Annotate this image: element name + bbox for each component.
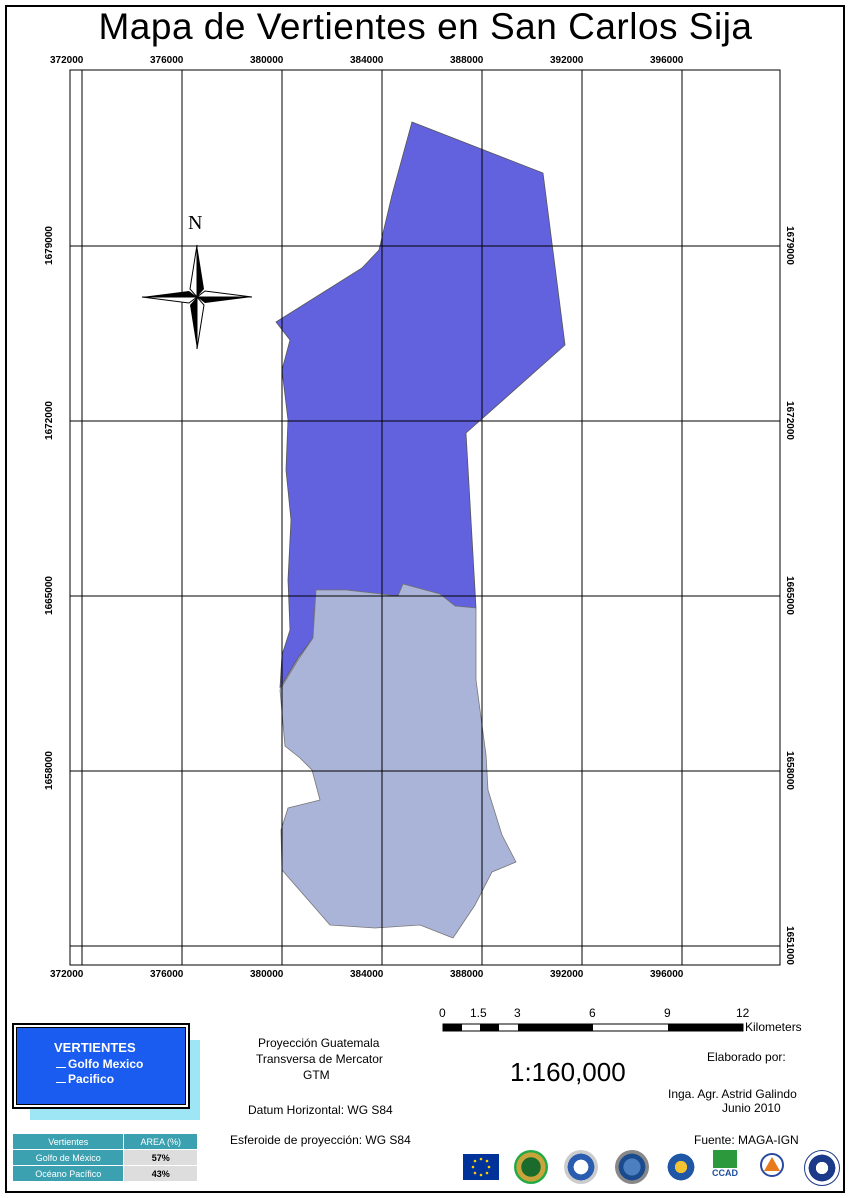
x-tick-bottom-0: 372000 <box>50 969 84 980</box>
scale-label-0: 0 <box>439 1006 446 1020</box>
logo-8 <box>804 1150 840 1186</box>
legend-item-pacifico-label: Pacifico <box>68 1072 115 1086</box>
map-neatline <box>69 69 781 966</box>
north-label: N <box>188 212 203 234</box>
scale-label-3: 6 <box>589 1006 596 1020</box>
logo-2 <box>514 1150 548 1184</box>
y-tick-right-2: 1665000 <box>783 576 795 615</box>
x-tick-top-0: 372000 <box>50 55 84 66</box>
area-table-row-name: Golfo de México <box>11 1149 125 1166</box>
eu-flag-logo <box>463 1154 499 1180</box>
area-table-row-name: Océano Pacífico <box>11 1165 125 1182</box>
projection-line3: GTM <box>303 1068 330 1082</box>
scale-bar <box>442 1023 744 1032</box>
area-table-row-value: 57% <box>123 1149 198 1166</box>
scale-label-2: 3 <box>514 1006 521 1020</box>
elaborado-label: Elaborado por: <box>707 1050 786 1064</box>
legend-item-golfo-label: Golfo Mexico <box>68 1057 144 1071</box>
y-tick-left-1: 1672000 <box>43 401 55 440</box>
legend-item-pacifico: Pacifico <box>56 1072 114 1086</box>
x-tick-bottom-1: 376000 <box>150 969 184 980</box>
logo-4 <box>615 1150 649 1184</box>
projection-line1: Proyección Guatemala <box>258 1036 380 1050</box>
map-frame <box>5 5 845 1193</box>
y-tick-left-0: 1679000 <box>43 226 55 265</box>
projection-line2: Transversa de Mercator <box>256 1052 383 1066</box>
date-text: Junio 2010 <box>722 1101 781 1115</box>
datum-text: Datum Horizontal: WG S84 <box>248 1103 393 1117</box>
source-text: Fuente: MAGA-IGN <box>694 1133 799 1147</box>
x-tick-top-2: 380000 <box>250 55 284 66</box>
vertiente-pacifico <box>279 583 517 939</box>
area-table-row-value: 43% <box>123 1165 198 1182</box>
x-tick-bottom-6: 396000 <box>650 969 684 980</box>
y-tick-right-0: 1679000 <box>783 226 795 265</box>
x-tick-bottom-3: 384000 <box>350 969 384 980</box>
legend-item-golfo: Golfo Mexico <box>56 1057 143 1071</box>
ccad-logo-text: CCAD <box>712 1168 738 1178</box>
legend-box <box>12 1023 190 1109</box>
grid-lines <box>70 70 780 965</box>
legend-heading: VERTIENTES <box>54 1040 136 1055</box>
esferoide-text: Esferoide de proyección: WG S84 <box>230 1133 411 1147</box>
logo-3 <box>564 1150 598 1184</box>
logo-5 <box>664 1150 698 1184</box>
y-tick-right-4: 1651000 <box>783 926 795 965</box>
scale-label-1: 1.5 <box>470 1006 487 1020</box>
ccad-logo: CCAD <box>708 1150 742 1184</box>
area-table-header-vertientes: Vertientes <box>11 1133 125 1150</box>
x-tick-bottom-4: 388000 <box>450 969 484 980</box>
y-tick-left-3: 1658000 <box>43 751 55 790</box>
x-tick-top-4: 388000 <box>450 55 484 66</box>
area-table: Vertientes AREA (%) Golfo de México 57% … <box>11 1133 198 1182</box>
scale-label-5: 12 <box>736 1006 750 1020</box>
x-tick-top-1: 376000 <box>150 55 184 66</box>
scale-unit: Kilometers <box>745 1020 802 1034</box>
author-text: Inga. Agr. Astrid Galindo <box>668 1087 797 1101</box>
area-table-header-area: AREA (%) <box>123 1133 198 1150</box>
x-tick-bottom-5: 392000 <box>550 969 584 980</box>
north-arrow-icon <box>141 244 253 350</box>
y-tick-left-2: 1665000 <box>43 576 55 615</box>
x-tick-top-3: 384000 <box>350 55 384 66</box>
x-tick-bottom-2: 380000 <box>250 969 284 980</box>
x-tick-top-5: 392000 <box>550 55 584 66</box>
scale-ratio: 1:160,000 <box>510 1057 626 1087</box>
y-tick-right-3: 1658000 <box>783 751 795 790</box>
y-tick-right-1: 1672000 <box>783 401 795 440</box>
cepredenac-logo <box>755 1150 789 1184</box>
x-tick-top-6: 396000 <box>650 55 684 66</box>
scale-label-4: 9 <box>664 1006 671 1020</box>
map-title: Mapa de Vertientes en San Carlos Sija <box>98 6 753 47</box>
